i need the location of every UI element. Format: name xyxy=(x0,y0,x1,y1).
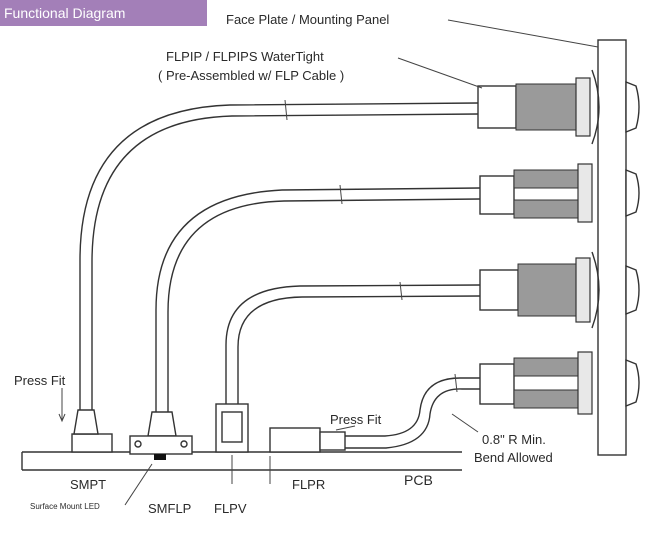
smflp-label: SMFLP xyxy=(148,501,191,516)
leader-lines xyxy=(58,19,599,506)
fitting-4 xyxy=(479,351,640,415)
cable-flpv xyxy=(225,281,481,404)
cable-smflp xyxy=(155,184,481,412)
pcb-label: PCB xyxy=(404,472,433,488)
flpr-label: FLPR xyxy=(292,477,325,492)
smpt-connector xyxy=(71,409,113,453)
flpr-connector xyxy=(269,427,346,453)
cable-flpr xyxy=(345,373,480,449)
bend-allowed-label: Bend Allowed xyxy=(474,450,553,465)
flpv-label: FLPV xyxy=(214,501,247,516)
fitting-flpip xyxy=(477,69,640,145)
smpt-label: SMPT xyxy=(70,477,106,492)
bend-radius-label: 0.8" R Min. xyxy=(482,432,546,447)
pcb-board xyxy=(21,451,462,471)
flpv-connector xyxy=(215,403,249,453)
flpip-sub-label: ( Pre-Assembled w/ FLP Cable ) xyxy=(158,68,344,83)
diagram-tag: Functional Diagram xyxy=(0,0,207,26)
fitting-2 xyxy=(479,163,640,223)
face-plate-panel xyxy=(597,39,627,456)
fitting-3 xyxy=(479,251,640,329)
flpip-label: FLPIP / FLPIPS WaterTight xyxy=(166,49,324,64)
face-plate-label: Face Plate / Mounting Panel xyxy=(226,12,389,27)
press-fit-mid-label: Press Fit xyxy=(330,412,382,427)
surface-mount-led-label: Surface Mount LED xyxy=(30,502,100,511)
cable-smpt xyxy=(79,99,479,410)
smflp-connector xyxy=(129,411,193,460)
press-fit-left-label: Press Fit xyxy=(14,373,66,388)
